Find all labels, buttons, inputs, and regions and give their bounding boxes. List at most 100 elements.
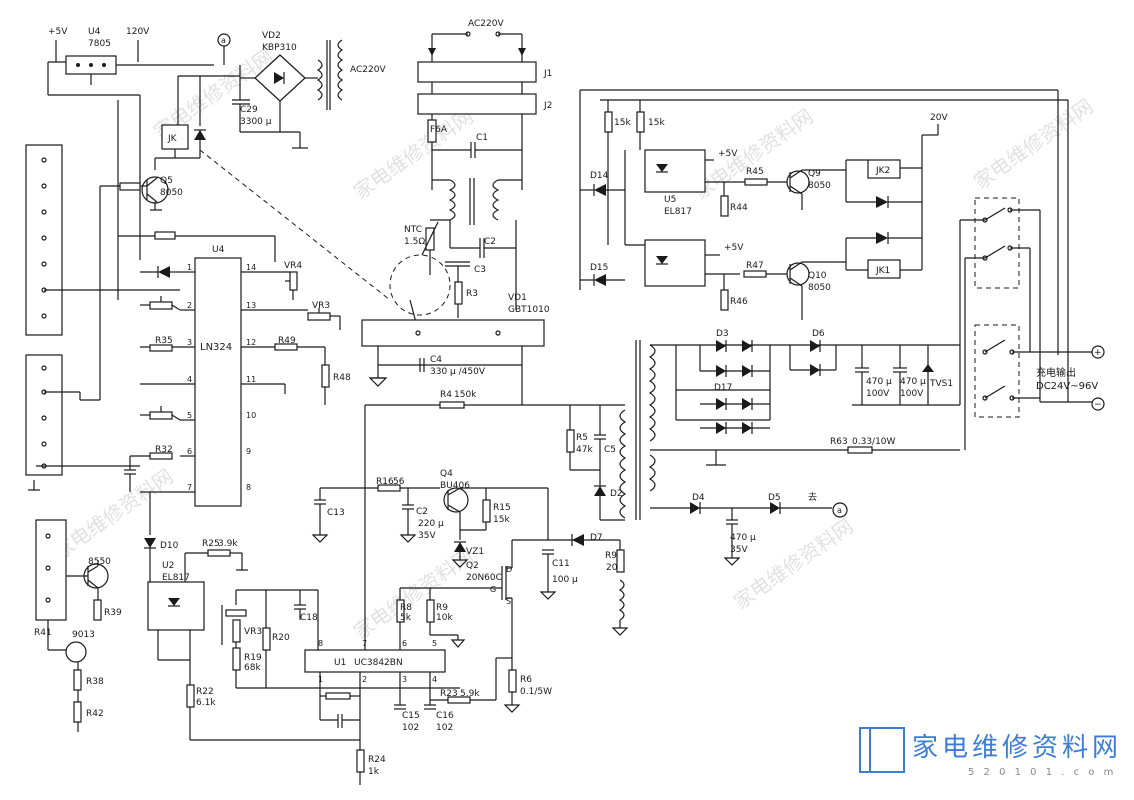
node-a-out [832, 502, 848, 518]
label-r9: R9 [605, 551, 617, 561]
label-vz1: VZ1 [466, 547, 484, 557]
label-c16: C16 [436, 711, 454, 721]
label-d15: D15 [590, 263, 608, 273]
relay-contact-j1 [417, 61, 537, 83]
label-out-range: DC24V~96V [1036, 381, 1098, 392]
label-c11: C11 [552, 559, 570, 569]
watermark-text: 家电维修资料网 [729, 514, 857, 614]
label-r45: R45 [746, 167, 764, 177]
pin-label: 11 [246, 375, 256, 384]
left-transistors: 8550 R39 R41 9013 R38 R42 [34, 557, 122, 732]
label-r22-val: 6.1k [196, 698, 216, 708]
label-ntc: NTC [404, 225, 422, 235]
bridge-vd2: VD2 KBP310 C29 3300 μ AC220V [232, 31, 386, 149]
label-r44: R44 [730, 203, 748, 213]
site-logo: 家电维修资料网 5 2 0 1 0 1 . c o m [859, 727, 1118, 778]
label-c470a-v: 100V [866, 389, 890, 399]
label-r19: R19 [244, 653, 262, 663]
label-vd1-part: GBT1010 [508, 305, 550, 315]
resistor-r4 [439, 401, 465, 409]
pin-label: 7 [187, 483, 192, 492]
label-ac220-coil: AC220V [350, 65, 386, 75]
uc3842-section: U1 UC3842BN 8 7 6 5 1 2 3 4 R8 5k R9 10k… [221, 588, 552, 785]
resistor-r5 [566, 429, 575, 453]
label-d10: D10 [160, 541, 179, 551]
label-r8-val: 5k [400, 613, 412, 623]
label-r4-val: 150k [454, 390, 477, 400]
label-7805: 7805 [88, 39, 111, 49]
resistor-r42 [73, 701, 82, 723]
resistor-r20 [262, 627, 271, 651]
pin-label: 5 [432, 639, 437, 648]
optocoupler-u6 [644, 239, 706, 287]
label-d4: D4 [692, 493, 705, 503]
pin-label: 4 [187, 375, 192, 384]
fuse-f6a [427, 119, 437, 143]
label-c29: C29 [240, 105, 258, 115]
label-j1: J1 [543, 69, 552, 79]
label-c470a: 470 μ [866, 377, 892, 387]
label-r15-val: 15k [493, 515, 510, 525]
label-r5: R5 [576, 433, 588, 443]
pot-vr3 [307, 312, 331, 321]
left-connectors [25, 144, 180, 621]
label-8050: 8050 [160, 188, 183, 198]
label-r35: R35 [155, 336, 173, 346]
label-r41: R41 [34, 628, 52, 638]
label-r15: R15 [493, 503, 511, 513]
label-out-title: 充电输出 [1036, 366, 1076, 379]
label-u1: U1 [334, 658, 346, 668]
pin-label: 14 [246, 263, 256, 272]
label-r38: R38 [86, 677, 104, 687]
node-a-label: a [221, 36, 226, 45]
pin-label: 2 [362, 675, 367, 684]
label-q2-part: 20N60C [466, 573, 502, 583]
resistor-r44 [720, 195, 729, 217]
label-r24-val: 1k [368, 767, 380, 777]
label-r15k-b: 15k [648, 118, 665, 128]
transistor-9013 [65, 641, 87, 663]
relay-jk2 [867, 159, 901, 179]
label-ln324: LN324 [200, 342, 232, 353]
label-c470b-v: 100V [900, 389, 924, 399]
label-r8: R8 [400, 603, 412, 613]
label-r63-val: 0.33/10W [852, 437, 896, 447]
label-r48: R48 [333, 373, 351, 383]
label-r23: R23 [440, 689, 458, 699]
label-d17: D17 [714, 383, 732, 393]
label-ntc-val: 1.5Ω [404, 237, 425, 247]
resistor-r48 [321, 364, 330, 388]
label-r25: R25 [202, 539, 220, 549]
label-d5: D5 [768, 493, 781, 503]
label-jk1: JK1 [875, 266, 890, 276]
label-q9: Q9 [808, 169, 821, 179]
label-r20: R20 [272, 633, 290, 643]
ic-ln324 [194, 257, 242, 507]
label-q4-part: BU406 [440, 481, 470, 491]
pot-vr4 [289, 271, 298, 291]
resistor-r39 [93, 599, 102, 621]
pin-label: 4 [432, 675, 437, 684]
label-c470b: 470 μ [900, 377, 926, 387]
label-r16: R16 [376, 477, 394, 487]
bridge-vd1 [361, 319, 545, 347]
optocoupler-u5 [644, 149, 706, 193]
label-r4: R4 [440, 390, 452, 400]
resistor-r45 [744, 178, 768, 186]
relay-contact-j2 [417, 93, 537, 115]
ln324-section: U4 LN324 1 2 3 4 5 6 7 8 9 10 11 12 13 1… [118, 231, 351, 507]
label-c18: C18 [300, 613, 318, 623]
label-r22: R22 [196, 687, 214, 697]
label-c16-val: 102 [436, 723, 453, 733]
resistor-r3 [454, 281, 463, 305]
secondary-section: D3 D17 D6 470 μ 100V 470 μ 100V TVS1 [648, 329, 960, 566]
resistor-r19 [232, 647, 241, 671]
label-q2-d: D [506, 565, 512, 574]
label-plus5v-b: +5V [718, 149, 738, 159]
label-plus: + [1094, 348, 1102, 358]
resistor-15k-a [604, 111, 613, 133]
label-plus5v: +5V [48, 27, 68, 37]
pin-label: 8 [318, 639, 323, 648]
label-q2: Q2 [466, 561, 479, 571]
label-c2: C2 [484, 237, 496, 247]
